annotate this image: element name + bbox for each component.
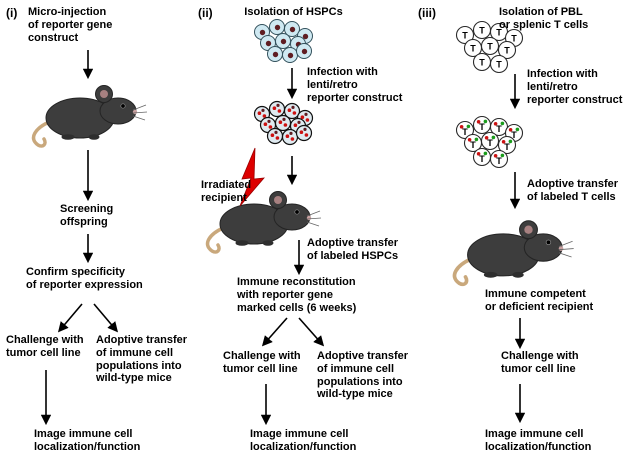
step-image-immune-i: Image immune cell localization/function — [34, 428, 141, 453]
t-cell-label: T — [479, 26, 485, 36]
step-challenge-tumor-ii: Challenge with tumor cell line — [223, 350, 301, 375]
t-cell-label: T — [496, 60, 502, 70]
hspc-cell-cluster — [254, 19, 313, 63]
t-cell-labeled-cluster: T T T T T T T T T — [455, 115, 524, 169]
t-cell-label: T — [496, 124, 502, 134]
t-cell-label: T — [487, 42, 493, 52]
step-isolation-pbl: Isolation of PBL or splenic T cells — [499, 6, 589, 31]
t-cell-label: T — [496, 28, 502, 38]
step-image-immune-ii: Image immune cell localization/function — [250, 428, 357, 453]
t-cell-label: T — [504, 46, 510, 56]
t-cell-label: T — [487, 138, 493, 148]
step-adoptive-transfer-wt-i: Adoptive transfer of immune cell populat… — [96, 334, 188, 385]
t-cell-label: T — [479, 58, 485, 68]
t-cell-label: T — [462, 31, 468, 41]
step-adoptive-transfer-t: Adoptive transfer of labeled T cells — [527, 178, 619, 203]
step-challenge-tumor-iii: Challenge with tumor cell line — [501, 350, 579, 375]
t-cell-label: T — [504, 142, 510, 152]
t-cell-label: T — [511, 34, 517, 44]
t-cell-label: T — [470, 140, 476, 150]
hspc-labeled-cell-cluster — [253, 100, 314, 146]
step-confirm-specificity: Confirm specificity of reporter expressi… — [26, 266, 143, 291]
step-screening-offspring: Screening offspring — [60, 203, 114, 228]
panel-label-i: (i) — [6, 6, 18, 20]
panel-label-iii: (iii) — [418, 6, 436, 20]
step-adoptive-transfer-wt-ii: Adoptive transfer of immune cell populat… — [317, 350, 409, 401]
step-infection-iii: Infection with lenti/retro reporter cons… — [527, 68, 623, 106]
t-cell-label: T — [479, 154, 485, 164]
arrow-i-branch-left — [57, 303, 83, 333]
t-cell-label: T — [462, 127, 468, 137]
label-irradiated-recipient: Irradiated recipient — [201, 179, 252, 204]
t-cell-label: T — [511, 130, 517, 140]
step-challenge-tumor-i: Challenge with tumor cell line — [6, 334, 84, 359]
arrow-ii-branch-right — [298, 317, 325, 347]
label-immune-competent-recipient: Immune competent or deficient recipient — [485, 288, 594, 313]
mouse-illustration-recipient — [452, 218, 576, 287]
t-cell-label: T — [470, 44, 476, 54]
arrow-i-branch-right — [93, 303, 119, 333]
step-infection-ii: Infection with lenti/retro reporter cons… — [307, 66, 403, 104]
t-cell-label: T — [479, 122, 485, 132]
arrow-ii-branch-left — [261, 317, 288, 347]
step-isolation-hspc: Isolation of HSPCs — [244, 6, 343, 18]
step-immune-reconstitution: Immune reconstitution with reporter gene… — [237, 276, 357, 314]
step-microinjection: Micro-injection of reporter gene constru… — [28, 6, 113, 44]
t-cell-label: T — [496, 156, 502, 166]
t-cell-cluster: T T T T T T T T T — [455, 20, 524, 74]
lightning-bolt-icon — [239, 147, 265, 207]
mouse-illustration-founder — [31, 83, 149, 148]
panel-label-ii: (ii) — [198, 6, 213, 20]
step-image-immune-iii: Image immune cell localization/function — [485, 428, 592, 453]
step-adoptive-transfer-hspc: Adoptive transfer of labeled HSPCs — [307, 237, 399, 262]
